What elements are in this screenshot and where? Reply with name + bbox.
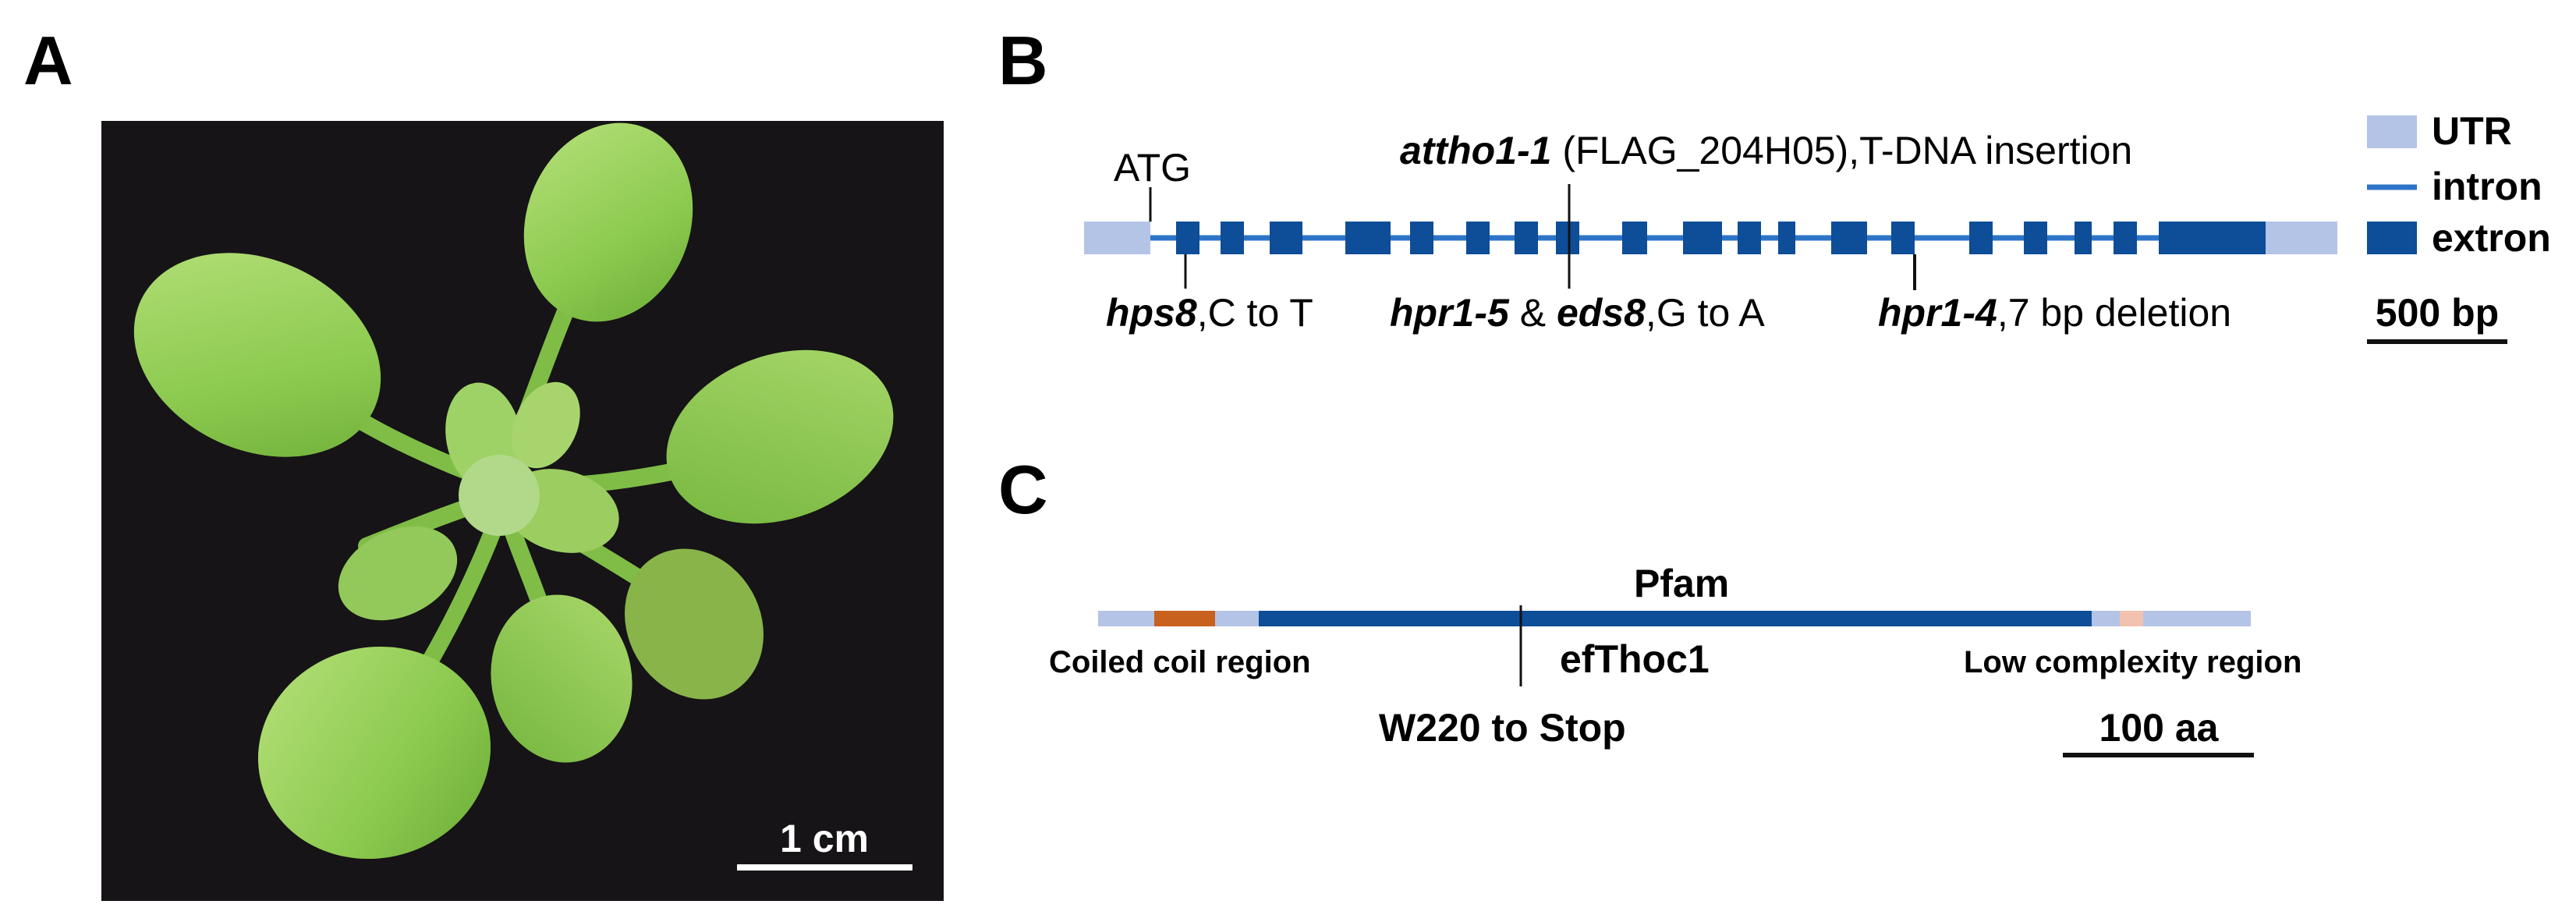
panel-label-c: C xyxy=(998,451,1048,528)
mut2-allele1: hpr1-5 xyxy=(1390,291,1510,335)
utr-3prime xyxy=(2266,222,2337,254)
exon-12 xyxy=(1778,222,1795,254)
insertion-label: attho1-1 (FLAG_204H05),T-DNA insertion xyxy=(1400,129,2132,172)
panel-label-a: A xyxy=(23,22,73,99)
leaf-bottom-left xyxy=(257,646,491,860)
exon-15 xyxy=(1969,222,1993,254)
low-complexity-domain xyxy=(2120,611,2143,626)
exon-7 xyxy=(1515,222,1538,254)
exon-16 xyxy=(2024,222,2047,254)
leaf-bottom xyxy=(491,594,632,763)
scale-bar-a-label: 1 cm xyxy=(780,817,869,860)
leaf-top xyxy=(523,122,693,322)
exon-1 xyxy=(1176,222,1199,254)
panel-label-b: B xyxy=(998,22,1048,99)
mut2-sep: & xyxy=(1509,291,1557,335)
scale-bar-c-label: 100 aa xyxy=(2099,706,2220,750)
mut1-label: hps8,C to T xyxy=(1106,291,1313,335)
exon-18 xyxy=(2114,222,2137,254)
insertion-detail: (FLAG_204H05),T-DNA insertion xyxy=(1551,129,2132,172)
insertion-allele: attho1-1 xyxy=(1400,129,1551,172)
mut3-detail: ,7 bp deletion xyxy=(1997,291,2231,335)
domain-label: efThoc1 xyxy=(1560,637,1710,681)
leaf-right xyxy=(666,349,894,524)
mut2-allele2: eds8 xyxy=(1557,291,1646,335)
exon-17 xyxy=(2075,222,2092,254)
coiled-coil-label: Coiled coil region xyxy=(1049,645,1311,679)
mutation-label: W220 to Stop xyxy=(1379,706,1626,750)
legend-utr-swatch xyxy=(2367,115,2417,148)
mut1-allele: hps8 xyxy=(1106,291,1197,335)
exon-14 xyxy=(1891,222,1915,254)
leaf-small-4 xyxy=(512,381,580,469)
pfam-label: Pfam xyxy=(1634,562,1729,605)
exon-9 xyxy=(1622,222,1647,254)
protein-domains: Pfam efThoc1 Coiled coil region Low comp… xyxy=(1049,562,2301,757)
coiled-coil-domain xyxy=(1154,611,1215,626)
low-complexity-label: Low complexity region xyxy=(1964,645,2301,679)
rosette-center xyxy=(459,455,540,536)
utr-5prime xyxy=(1084,222,1150,254)
leaf-bottom-right xyxy=(625,548,764,700)
exon-10 xyxy=(1683,222,1722,254)
legend-utr-label: UTR xyxy=(2432,109,2512,153)
gene-structure: ATG attho1-1 (FLAG_204H05),T-DNA inserti… xyxy=(1084,129,2507,344)
mut3-label: hpr1-4,7 bp deletion xyxy=(1878,291,2231,335)
exon-4 xyxy=(1345,222,1391,254)
mut2-detail: ,G to A xyxy=(1646,291,1766,335)
legend: UTR intron extron xyxy=(2367,109,2551,260)
mut3-allele: hpr1-4 xyxy=(1878,291,1997,335)
legend-exon-swatch xyxy=(2367,222,2417,254)
exon-11 xyxy=(1738,222,1761,254)
exon-3 xyxy=(1270,222,1302,254)
exon-8 xyxy=(1556,222,1579,254)
leaf-small-1 xyxy=(338,526,458,621)
atg-label: ATG xyxy=(1114,146,1191,190)
legend-exon-label: extron xyxy=(2432,216,2551,260)
scale-bar-b-label: 500 bp xyxy=(2376,291,2499,335)
exons xyxy=(1176,222,2266,254)
exon-13 xyxy=(1831,222,1867,254)
exon-6 xyxy=(1466,222,1490,254)
legend-intron-label: intron xyxy=(2432,165,2542,208)
leaf-left xyxy=(133,253,381,457)
mut1-detail: ,C to T xyxy=(1197,291,1313,335)
pfam-domain xyxy=(1259,611,2092,626)
exon-19 xyxy=(2159,222,2266,254)
mut2-label: hpr1-5 & eds8,G to A xyxy=(1390,291,1765,335)
rosette-photo: 1 cm xyxy=(101,121,944,901)
exon-2 xyxy=(1221,222,1244,254)
exon-5 xyxy=(1410,222,1433,254)
